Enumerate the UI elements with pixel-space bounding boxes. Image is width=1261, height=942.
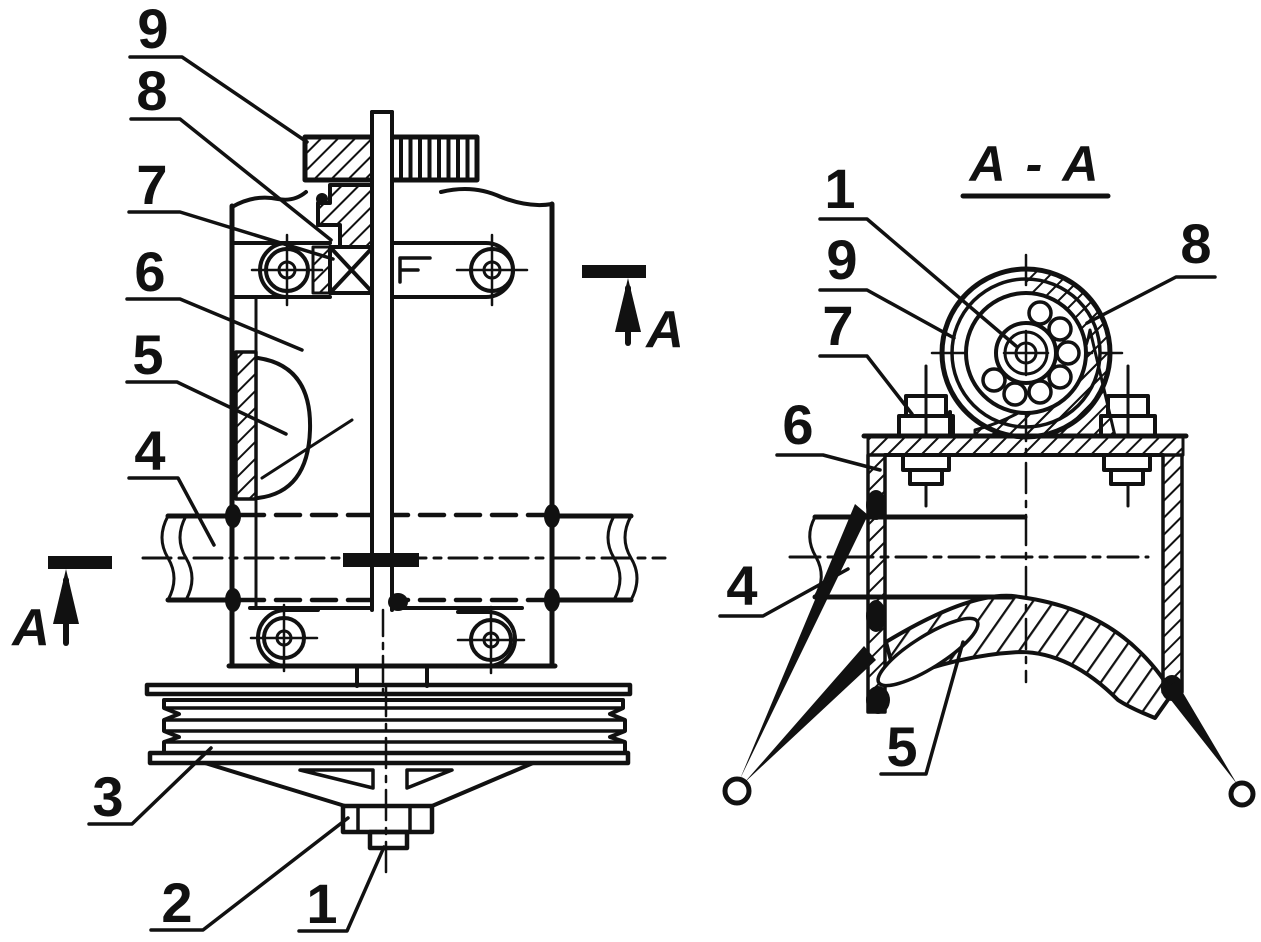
top-flange-disc	[144, 682, 633, 697]
bearing-balls	[981, 300, 1081, 407]
cone-window-left	[298, 768, 375, 790]
callout-2: 2	[161, 871, 192, 934]
callout-9: 9	[826, 228, 857, 291]
end-nut	[367, 829, 410, 851]
pointer-needles	[722, 504, 1256, 808]
section-arrow-icon	[615, 278, 641, 332]
bearing-assembly	[939, 266, 1117, 440]
boss-outer	[939, 266, 1113, 440]
spindle-screw	[343, 110, 419, 702]
cone-left-edge	[203, 761, 347, 808]
right-wall	[1161, 453, 1184, 694]
bottom-bolt-band	[248, 603, 526, 675]
weld-blob	[866, 600, 886, 632]
callout-7: 7	[136, 153, 167, 216]
top-bolt-band	[230, 233, 529, 307]
section-arrow-icon	[53, 569, 79, 624]
bottom-flange-disc	[147, 750, 631, 766]
callout-6: 6	[134, 240, 165, 303]
callout-4: 4	[134, 419, 165, 482]
section-marker-bottom-left: A	[10, 556, 112, 657]
ball-end	[1228, 780, 1256, 808]
section-arrow-label: A	[644, 301, 684, 359]
callout-1: 1	[824, 157, 855, 220]
cone-window-right	[405, 768, 454, 790]
clamp-bolt-left	[897, 364, 955, 508]
clamp-bolt-right	[1099, 364, 1157, 508]
main-view: A A 9 8 7 6 5 4 3 2	[10, 0, 684, 935]
callout-5: 5	[132, 323, 163, 386]
callout-8: 8	[136, 59, 167, 122]
main-view-leaders	[87, 55, 386, 933]
weld-blob	[866, 490, 886, 520]
broken-edge-wavy-right	[439, 186, 554, 208]
section-marker-top-right: A	[582, 265, 684, 359]
weld-dot	[316, 193, 328, 205]
ball-end	[722, 776, 752, 806]
pulley-assembly	[144, 664, 633, 880]
callout-4: 4	[726, 554, 757, 617]
callout-6: 6	[782, 393, 813, 456]
weld-blob	[388, 593, 408, 611]
leaf-spring	[876, 616, 980, 688]
callout-5: 5	[886, 715, 917, 778]
weld-blob	[866, 686, 890, 714]
cam-detail	[256, 356, 313, 500]
section-view-leaders	[718, 217, 1217, 776]
callout-3: 3	[92, 765, 123, 828]
section-title: A - A	[968, 136, 1103, 192]
callout-7: 7	[822, 294, 853, 357]
step-detail	[398, 256, 432, 284]
shaft-stubs	[160, 504, 639, 612]
section-arrow-label: A	[10, 599, 50, 657]
callout-8: 8	[1180, 212, 1211, 275]
callout-9: 9	[137, 0, 168, 60]
section-view: A - A	[718, 136, 1256, 808]
left-wall-section	[234, 295, 354, 610]
cone-right-edge	[430, 761, 535, 808]
cross-pin	[343, 553, 419, 567]
callout-1: 1	[306, 872, 337, 935]
